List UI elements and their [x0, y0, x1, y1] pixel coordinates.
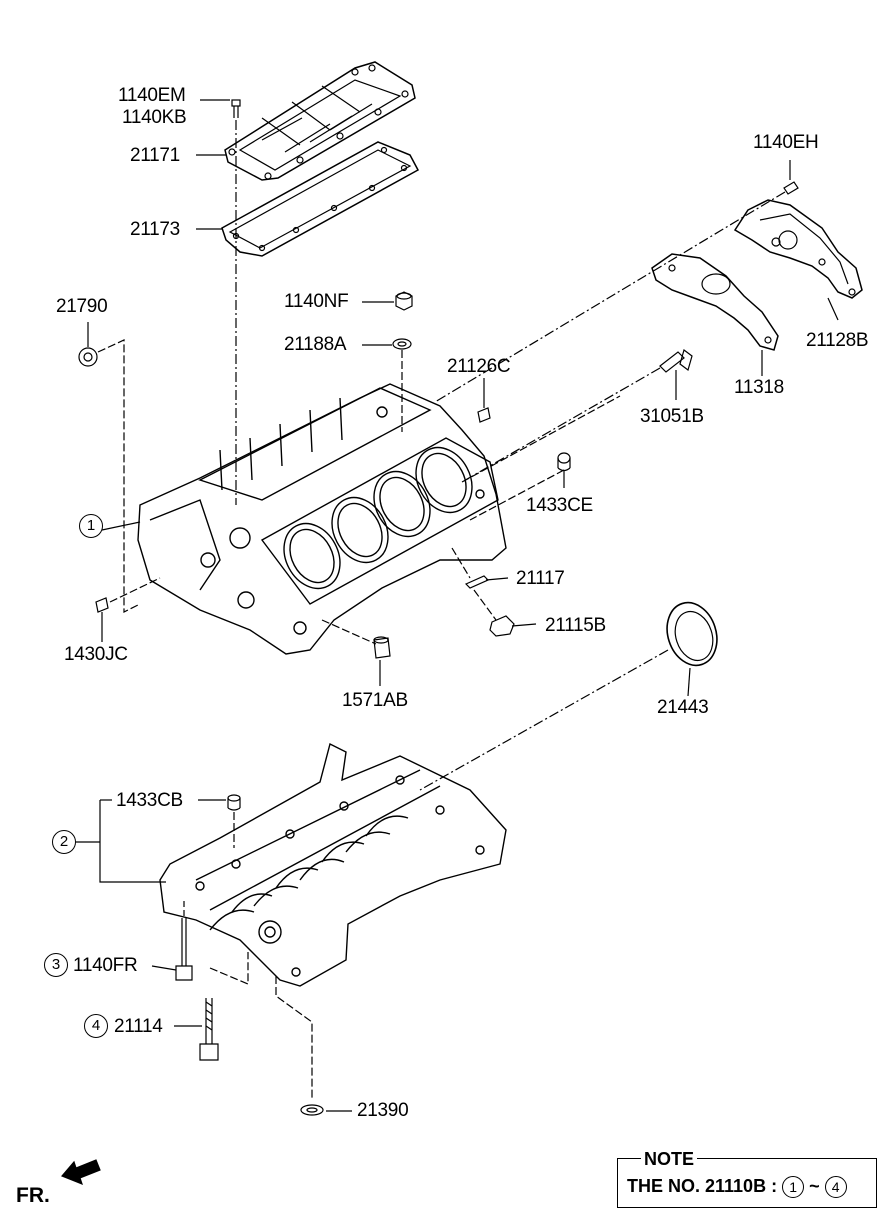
label-21114: 21114 — [114, 1016, 163, 1037]
note-range-from: 1 — [782, 1176, 805, 1199]
engine-block-1 — [137, 383, 507, 655]
label-1433ce: 1433CE — [526, 495, 593, 516]
label-21171: 21171 — [130, 145, 180, 166]
bolt-21114 — [199, 998, 219, 1061]
callout-2: 2 — [52, 830, 76, 854]
washer-21188a — [392, 338, 412, 350]
label-1140fr: 1140FR — [73, 955, 138, 976]
label-21173: 21173 — [130, 219, 180, 240]
label-21790: 21790 — [56, 296, 108, 317]
callout-1: 1 — [79, 514, 103, 538]
label-21126c: 21126C — [447, 356, 511, 377]
plug-1140nf — [395, 291, 413, 311]
head-cover-21171 — [224, 61, 416, 181]
label-21128b: 21128B — [806, 330, 869, 351]
bushing-1433ce — [557, 452, 571, 472]
label-11318: 11318 — [734, 377, 784, 398]
plug-21126c — [477, 407, 491, 423]
note-range-to: 4 — [824, 1176, 847, 1199]
label-1430jc: 1430JC — [64, 644, 128, 665]
rear-gasket-11318 — [651, 253, 779, 351]
label-21115b: 21115B — [545, 615, 606, 636]
gasket-21173 — [221, 141, 420, 257]
note-text: THE NO. 21110B : 1 ~ 4 — [627, 1176, 847, 1199]
label-21117: 21117 — [516, 568, 565, 589]
pin-1430jc — [95, 597, 109, 613]
seal-21790 — [78, 347, 98, 367]
note-prefix: THE NO. 21110B : — [627, 1176, 778, 1196]
bolt-1140eh — [783, 181, 799, 195]
dowel-31051b — [659, 348, 693, 373]
label-21443: 21443 — [657, 697, 709, 718]
bolt-1140em — [231, 99, 241, 118]
rear-cover-21128b — [733, 199, 863, 299]
plug-1571ab — [373, 636, 391, 659]
label-1140em: 1140EM — [118, 85, 186, 106]
bolt-1140fr — [175, 918, 193, 981]
label-31051b: 31051B — [640, 406, 704, 427]
label-1571ab: 1571AB — [342, 690, 408, 711]
label-1140eh: 1140EH — [753, 132, 819, 153]
label-21188a: 21188A — [284, 334, 347, 355]
lower-crankcase-2 — [159, 742, 507, 987]
label-1140kb: 1140KB — [122, 107, 187, 128]
washer-21390 — [300, 1104, 324, 1116]
label-1140nf: 1140NF — [284, 291, 349, 312]
callout-3: 3 — [44, 953, 68, 977]
bushing-1433cb — [227, 794, 241, 811]
note-tilde: ~ — [809, 1176, 820, 1196]
oil-seal-21443 — [666, 601, 718, 667]
front-arrow-icon — [60, 1159, 101, 1186]
callout-4: 4 — [84, 1014, 108, 1038]
note-title: NOTE — [641, 1149, 698, 1170]
label-21390: 21390 — [357, 1100, 409, 1121]
label-1433cb: 1433CB — [116, 790, 183, 811]
sensor-21115b — [489, 615, 515, 637]
front-direction-label: FR. — [16, 1184, 50, 1207]
note-box — [617, 1158, 877, 1208]
